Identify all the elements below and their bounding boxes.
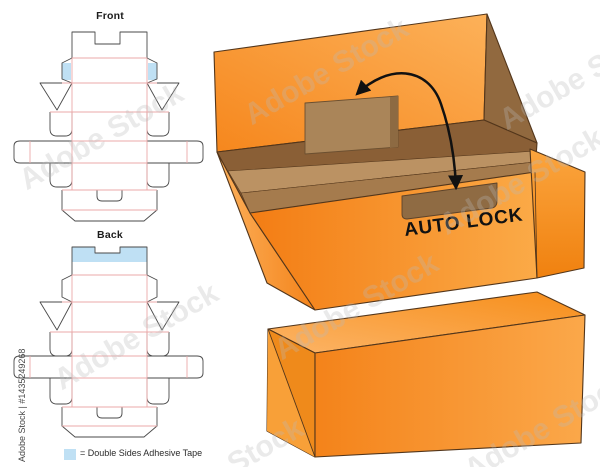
front-upper-flap-left <box>49 112 73 137</box>
front-bottom-panel <box>61 190 158 222</box>
front-wing-left <box>39 82 73 111</box>
closed-box <box>266 291 586 458</box>
open-box-front-right-edge <box>534 171 538 279</box>
open-box: AUTO LOCK <box>213 13 586 311</box>
back-fold-lines <box>29 274 188 427</box>
front-dieline-label: Front <box>96 10 124 22</box>
open-box-right-panel <box>529 148 586 279</box>
back-lower-flap-left <box>49 378 73 405</box>
front-lock-tab-outline <box>71 31 148 58</box>
front-dieline <box>13 31 204 222</box>
back-wing-right <box>146 301 180 331</box>
back-band-outline <box>13 355 204 379</box>
back-dieline-label: Back <box>97 229 123 241</box>
front-bottom-notch <box>96 190 123 202</box>
closed-box-diagonal-crease <box>267 328 316 458</box>
back-upper-flap-left <box>49 332 73 357</box>
front-wing-right <box>146 82 180 111</box>
open-box-lock-tab-shade <box>390 96 398 148</box>
front-panel-sides <box>61 57 158 84</box>
front-band-outline <box>13 140 204 164</box>
front-lower-flap-right <box>146 163 170 188</box>
closed-box-front-panel <box>314 314 586 458</box>
open-box-lock-slot <box>401 182 498 220</box>
back-adhesive-tab <box>72 247 147 262</box>
adhesive-legend-swatch <box>64 449 76 460</box>
stock-credit-text: Adobe Stock | #1435249268 <box>17 348 27 462</box>
front-lower-flap-left <box>49 163 73 188</box>
back-lower-flap-right <box>146 378 170 405</box>
back-bottom-panel <box>61 407 158 438</box>
back-bottom-notch <box>96 407 123 419</box>
front-adhesive-strip-right <box>148 63 157 80</box>
front-upper-flap-right <box>146 112 170 137</box>
back-tab-outline <box>71 246 148 275</box>
open-box-lock-tab <box>304 95 399 155</box>
back-dieline <box>13 246 204 438</box>
back-upper-flap-right <box>146 332 170 357</box>
closing-motion-arrow <box>355 72 464 191</box>
adhesive-legend-text: = Double Sides Adhesive Tape <box>80 448 203 458</box>
front-adhesive-strip-left <box>62 63 71 80</box>
front-fold-lines <box>29 57 188 211</box>
back-wing-left <box>39 301 73 331</box>
back-panel-sides <box>61 274 158 303</box>
